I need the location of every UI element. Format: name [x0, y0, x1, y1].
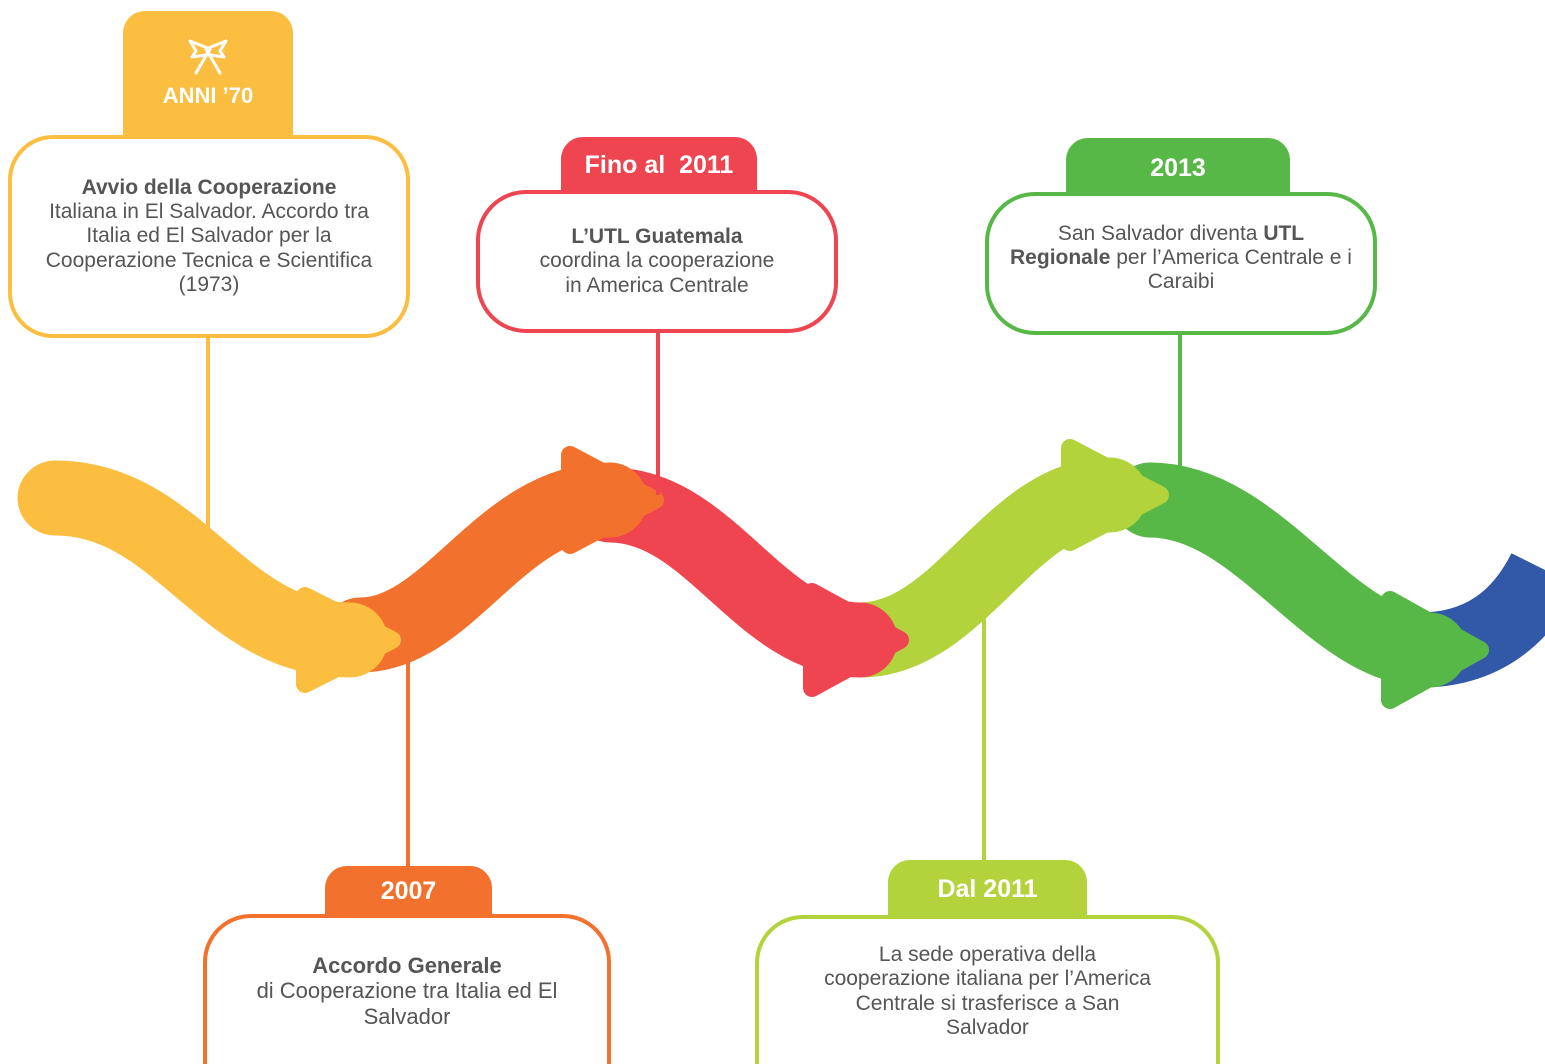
connector-2007	[406, 640, 410, 870]
milestone-card-dal2011: La sede operativa della cooperazione ita…	[755, 915, 1220, 1064]
milestone-title-fino2011: L’UTL Guatemala	[571, 225, 743, 249]
milestone-text-2013-post: per l’America Centrale e i Caraibi	[1110, 246, 1352, 294]
milestone-text-anni70: Italiana in El Salvador. Accordo tra Ita…	[45, 200, 373, 296]
milestone-tab-2013: 2013	[1066, 138, 1290, 199]
wave-arrow-red	[803, 583, 909, 697]
connector-2013	[1178, 332, 1182, 492]
wave-arrow-orange	[561, 446, 664, 554]
milestone-tab-2007: 2007	[325, 866, 492, 916]
connector-2011	[656, 330, 660, 495]
milestone-date-fino2011: Fino al 2011	[584, 150, 734, 179]
milestone-card-fino2011: L’UTL Guatemala coordina la cooperazione…	[476, 190, 838, 333]
milestone-title-anni70: Avvio della Cooperazione	[81, 176, 337, 200]
milestone-title-2013-b: Regionale	[1010, 246, 1111, 270]
wave-arrow-lime	[1061, 439, 1169, 551]
connector-dal2011	[982, 595, 986, 865]
milestone-tab-anni70: ANNI ’70	[123, 11, 293, 137]
milestone-text-dal2011: La sede operativa della cooperazione ita…	[824, 943, 1151, 1039]
milestone-card-anni70: Avvio della Cooperazione Italiana in El …	[8, 135, 410, 338]
milestone-card-2007: Accordo Generale di Cooperazione tra Ita…	[203, 914, 611, 1064]
milestone-card-2013: San Salvador diventa UTL Regionale per l…	[985, 192, 1377, 335]
milestone-title-2013-a: UTL	[1263, 222, 1305, 245]
milestone-text-2007: di Cooperazione tra Italia ed El Salvado…	[256, 978, 558, 1029]
milestone-text-2013-pre: San Salvador diventa	[1057, 222, 1264, 245]
milestone-text-fino2011: coordina la cooperazione in America Cent…	[539, 249, 775, 297]
crossed-flags-icon	[186, 35, 230, 75]
wave-arrow-green	[1381, 591, 1489, 709]
milestone-tab-fino2011: Fino al 2011	[561, 137, 757, 193]
milestone-tab-dal2011: Dal 2011	[888, 860, 1087, 918]
milestone-date-2007: 2007	[380, 876, 437, 905]
wave-arrow-yellow	[296, 587, 401, 693]
milestone-date-2013: 2013	[1150, 154, 1206, 182]
milestone-title-2007: Accordo Generale	[312, 953, 502, 979]
connector-anni70	[206, 335, 210, 535]
milestone-date-dal2011: Dal 2011	[937, 874, 1038, 903]
milestone-date-anni70: ANNI ’70	[162, 83, 254, 108]
